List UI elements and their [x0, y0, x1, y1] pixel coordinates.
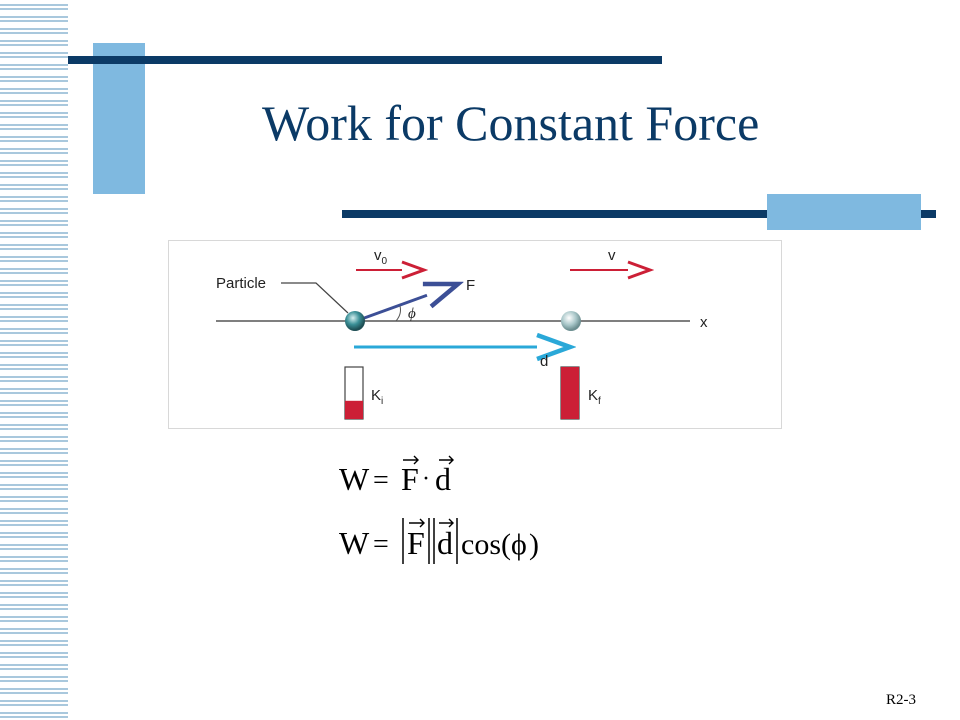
- kf-bar-fill: [561, 367, 579, 419]
- title-rule-top: [68, 56, 662, 64]
- eq1-vector-arrow-d: [439, 455, 454, 465]
- eq2-d: d: [437, 525, 453, 561]
- accent-bar-vertical: [93, 43, 145, 194]
- slide-number: R2-3: [886, 692, 916, 708]
- ki-bar-fill: [345, 400, 363, 419]
- eq1-vector-arrow-f: [403, 455, 419, 465]
- kf-label: Kf: [588, 387, 601, 407]
- accent-block-right: [767, 194, 921, 230]
- figure-frame: [168, 240, 782, 429]
- final-velocity-label: v: [608, 247, 616, 264]
- eq2-w: W: [339, 525, 370, 561]
- eq1-d: d: [435, 461, 451, 497]
- ki-label: Ki: [371, 387, 383, 407]
- eq2-phi: ϕ: [511, 528, 527, 561]
- slide-title: Work for Constant Force: [262, 95, 760, 151]
- particle-leader-line: [281, 282, 349, 314]
- force-label: F: [466, 277, 475, 294]
- eq2-f: F: [407, 525, 425, 561]
- particle-initial: [345, 311, 365, 331]
- eq1-w: W: [339, 461, 370, 497]
- particle-label: Particle: [216, 275, 266, 292]
- eq1-f: F: [401, 461, 419, 497]
- eq2-cos: cos(: [461, 528, 511, 561]
- angle-arc: [395, 305, 401, 322]
- eq1-dot: ·: [422, 466, 430, 492]
- eq2-vector-arrow-f: [409, 518, 425, 528]
- initial-velocity-label: v0: [374, 247, 388, 267]
- eq2-vector-arrow-d: [439, 518, 454, 528]
- force-arrow: [355, 284, 458, 323]
- eq1-equals: =: [373, 465, 389, 496]
- decorative-stripes: [0, 0, 68, 720]
- eq2-equals: =: [373, 529, 389, 560]
- x-axis-label: x: [700, 314, 708, 331]
- phi-label: ϕ: [408, 306, 416, 322]
- eq2-close-paren: ): [529, 528, 539, 561]
- particle-final: [561, 311, 581, 331]
- equation-magnitude-cos: W = F d cos( ϕ ): [339, 518, 539, 564]
- title-rule-bottom: [342, 210, 936, 218]
- displacement-label: d: [540, 353, 548, 370]
- work-diagram: x Particle F ϕ v0 v d Ki Kf: [168, 240, 782, 429]
- equation-dot-product: W = F · d: [339, 455, 454, 497]
